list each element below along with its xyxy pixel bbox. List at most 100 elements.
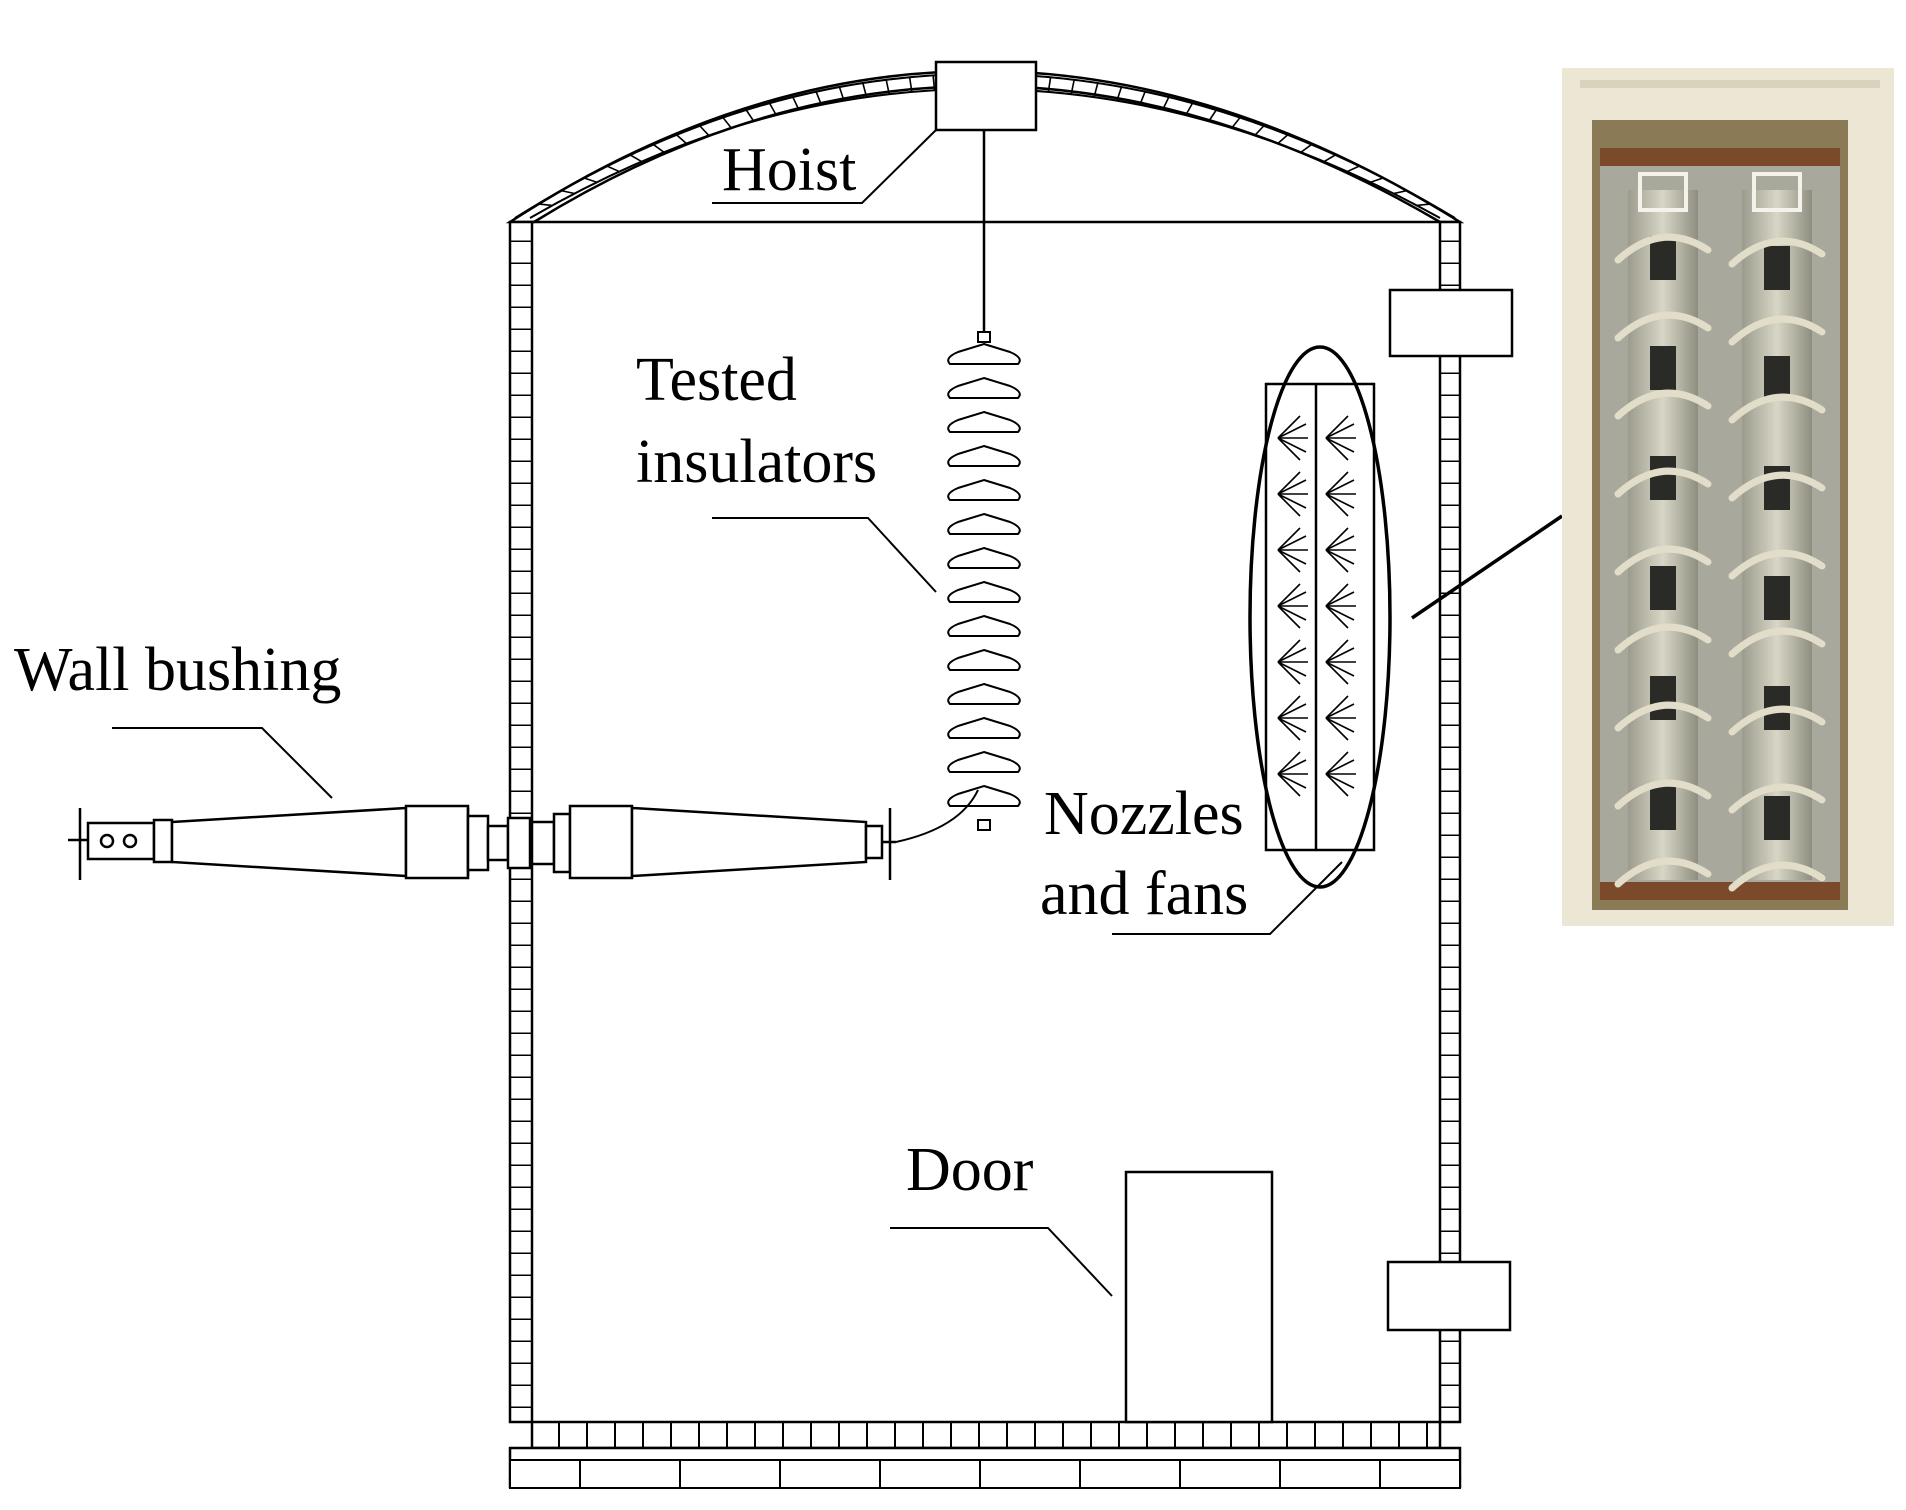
dome-brick-joint [1139,91,1146,106]
dome-brick-joint [699,125,710,136]
photo-fan-opening [1764,246,1790,290]
photo-coil-turn [1614,623,1712,654]
photo-coil-turn [1728,549,1826,580]
dome-brick-joint [1070,79,1075,95]
spray-nozzle-symbol [1325,583,1356,629]
dome-brick-joint [815,91,823,106]
hoist [934,60,1038,336]
insulator-disc [947,750,1021,773]
photo-coil-turn [1614,233,1712,264]
spray-nozzle-symbol [1325,695,1356,741]
dome-brick-joint [1370,177,1384,183]
dome-brick-joint [885,79,890,95]
photo-coil-turn [1614,701,1712,732]
insulator-disc [947,648,1021,671]
dome-brick-joint [606,165,620,173]
insulator-pin [977,819,991,831]
photo-pointer-line [1411,514,1563,620]
photo-coil-turn [1614,857,1712,888]
door-label: Door [906,1136,1034,1204]
dome-brick-joint [1300,143,1312,153]
dome-brick-joint [1116,86,1123,101]
dome-brick-joint [1162,96,1170,110]
nozzle-photo [1562,68,1894,926]
wall-vent-upper [1388,288,1514,358]
insulator-disc [947,444,1021,467]
door [1124,1170,1274,1424]
nozzle-fan-assembly [1264,382,1376,852]
dome-brick-joint [792,96,800,110]
dome-brick-joint [1393,189,1408,195]
dome-brick-joint [537,203,553,207]
test-chamber [505,69,1514,1489]
insulator-disc [947,342,1021,365]
dome-brick-joint [1047,77,1052,93]
photo-coil-turn [1728,471,1826,502]
tested-insulators-label-line2: insulators [636,428,877,496]
dome-brick-joint [862,82,868,98]
dome-brick-joint [1254,125,1265,136]
photo-coil-turn [1728,705,1826,736]
door-leader [890,1227,1113,1297]
dome-brick-joint [676,134,687,145]
photo-coil-turn [1728,315,1826,346]
insulator-disc [947,512,1021,535]
insulator-disc [947,546,1021,569]
nozzles-label-line1: Nozzles [1044,780,1244,848]
photo-coil-turn [1728,783,1826,814]
photo-coil-turn [1614,389,1712,420]
spray-nozzle-symbol [1277,471,1308,517]
spray-nozzles [1277,415,1356,797]
dome-brick-joint [932,75,936,91]
dome-brick-joint [1185,102,1194,116]
photo-fan-opening [1650,676,1676,720]
photo-fan-opening [1650,786,1676,830]
spray-nozzle-symbol [1277,639,1308,685]
dome-brick-joint [768,102,777,116]
photo-coil-turn [1614,311,1712,342]
photo-fan-opening [1650,236,1676,280]
insulator-disc [947,614,1021,637]
spray-nozzle-symbol [1325,527,1356,573]
photo-coil-turn [1728,237,1826,268]
hoist-label: Hoist [722,136,856,204]
dome-brick-joint [1208,109,1217,122]
spray-nozzle-symbol [1325,471,1356,517]
photo-coil-turn [1728,861,1826,892]
insulator-disc [947,580,1021,603]
insulator-leader [712,517,937,593]
insulator-disc [947,376,1021,399]
dome-brick-joint [722,117,732,129]
photo-fan-opening [1764,356,1790,400]
spray-nozzle-symbol [1277,583,1308,629]
dome-brick-joint [1231,117,1241,129]
photo-coil-turn [1728,627,1826,658]
wall-bushing [68,804,896,880]
right-wall [1438,220,1462,1424]
spray-nozzle-symbol [1325,639,1356,685]
wall-vent-lower [1386,1260,1512,1332]
dome-brick-joint [745,109,755,122]
dome-brick-joint [838,86,845,101]
photo-coil-turn [1728,393,1826,424]
dome-brick-joint [1277,134,1289,145]
photo-coil-turn [1614,545,1712,576]
dome-brick-joint [1416,203,1432,207]
spray-nozzle-symbol [1277,695,1308,741]
nozzles-label-line2: and fans [1040,860,1248,928]
dome-brick-joint [1323,154,1336,163]
insulator-disc [947,716,1021,739]
dome-brick-joint [1093,82,1099,98]
spray-nozzle-symbol [1325,415,1356,461]
dome-brick-joint [629,154,642,163]
wall-bushing-leader [112,727,333,799]
photo-fan-opening [1650,566,1676,610]
hoist-leader [712,129,937,204]
insulator-disc [947,478,1021,501]
photo-coil-turn [1614,467,1712,498]
dome-brick-joint [583,177,598,183]
insulator-disc [947,682,1021,705]
insulator-disc [947,784,1021,807]
photo-fan-opening [1764,576,1790,620]
